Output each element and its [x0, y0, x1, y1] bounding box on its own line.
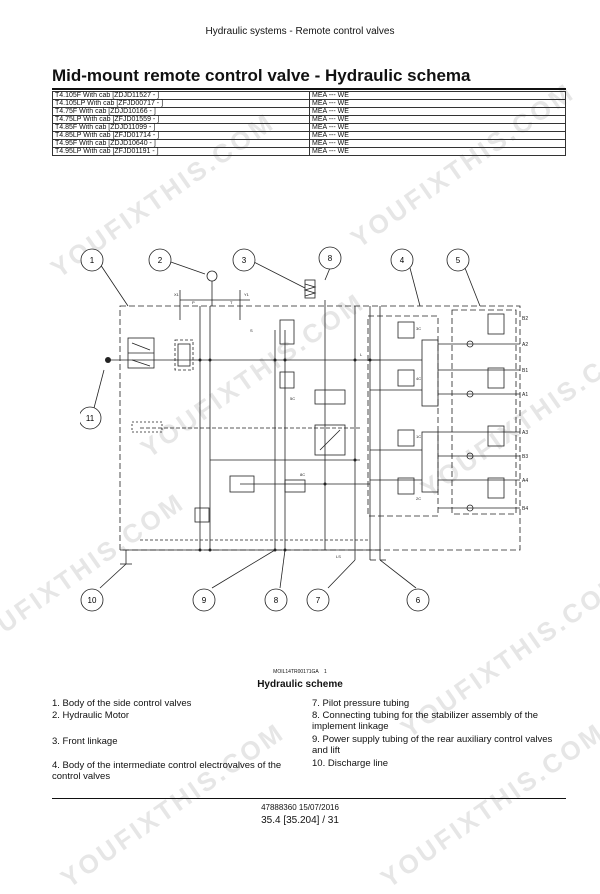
page-header: Hydraulic systems - Remote control valve…: [205, 26, 395, 37]
misc-label: 2C: [416, 496, 421, 501]
misc-label: LS: [336, 554, 341, 559]
misc-label: 8C: [300, 472, 305, 477]
model-config-cell: MEA --- WE: [309, 91, 566, 100]
port-label: B2: [522, 316, 528, 322]
callout-7: 7: [306, 588, 330, 612]
footer-doc-id: 47888360 15/07/2016: [261, 803, 339, 812]
model-row: T4.105F With cab [ZDJD11527 - ]MEA --- W…: [52, 91, 566, 100]
misc-label: 4C: [416, 376, 421, 381]
callout-10: 10: [80, 588, 104, 612]
misc-label: 5C: [290, 396, 295, 401]
callout-2: 2: [148, 248, 172, 272]
model-row: T4.95LP With cab [ZFJD01191 - ]MEA --- W…: [52, 147, 566, 156]
misc-label: X1: [174, 292, 180, 297]
model-row: T4.75F With cab [ZDJD10166 - ]MEA --- WE: [52, 107, 566, 116]
callout-label: 6: [416, 596, 421, 605]
port-label: B4: [522, 506, 528, 512]
model-row: T4.85F With cab [ZDJD11099 - ]MEA --- WE: [52, 123, 566, 132]
port-label: A4: [522, 478, 528, 484]
port-label: A3: [522, 430, 528, 436]
callout-11: 11: [80, 406, 102, 430]
callout-8-bottom: 8: [264, 588, 288, 612]
model-row: T4.85LP With cab [ZFJD01714 - ]MEA --- W…: [52, 131, 566, 140]
model-name-cell: T4.75F With cab [ZDJD10166 - ]: [52, 107, 310, 116]
callout-4: 4: [390, 248, 414, 272]
callout-3: 3: [232, 248, 256, 272]
legend-item: 7. Pilot pressure tubing: [312, 698, 410, 709]
model-name-cell: T4.105F With cab [ZDJD11527 - ]: [52, 91, 310, 100]
model-config-cell: MEA --- WE: [309, 131, 566, 140]
misc-label: Y1: [244, 292, 250, 297]
model-config-cell: MEA --- WE: [309, 99, 566, 108]
legend-item: 10. Discharge line: [312, 758, 389, 769]
model-config-cell: MEA --- WE: [309, 147, 566, 156]
model-config-cell: MEA --- WE: [309, 115, 566, 124]
legend-item: 9. Power supply tubing of the rear auxil…: [312, 734, 553, 756]
model-config-cell: MEA --- WE: [309, 139, 566, 148]
callout-1: 1: [80, 248, 104, 272]
misc-label: T: [230, 300, 233, 305]
callout-label: 10: [88, 596, 97, 605]
model-row: T4.95F With cab [ZDJD10640 - ]MEA --- WE: [52, 139, 566, 148]
callout-label: 1: [90, 256, 95, 265]
callout-label: 8: [328, 254, 333, 263]
model-table: T4.105F With cab [ZDJD11527 - ]MEA --- W…: [52, 91, 566, 156]
callout-9: 9: [192, 588, 216, 612]
figure-caption: Hydraulic scheme: [257, 679, 343, 690]
model-config-cell: MEA --- WE: [309, 123, 566, 132]
footer-page-number: 35.4 [35.204] / 31: [261, 815, 339, 826]
model-name-cell: T4.75LP With cab [ZFJD01559 - ]: [52, 115, 310, 124]
model-name-cell: T4.85F With cab [ZDJD11099 - ]: [52, 123, 310, 132]
port-labels: B2 A2 B1 A1 A3 B3 A4 B4: [522, 316, 528, 512]
figure-number: 1: [324, 669, 327, 675]
misc-labels: X1 Y1 P T LS L S 3C 4C 1C 2C 5C 8C: [174, 292, 421, 559]
hydraulic-schematic: 1 2 3 8 4 5 11 10 9 8 7 6 B2 A2 B1 A1 A3…: [80, 246, 528, 612]
misc-label: 1C: [416, 434, 421, 439]
model-row: T4.105LP With cab [ZFJD00717 - ]MEA --- …: [52, 99, 566, 108]
model-name-cell: T4.95F With cab [ZDJD10640 - ]: [52, 139, 310, 148]
callout-label: 2: [158, 256, 163, 265]
legend-item: 1. Body of the side control valves: [52, 698, 192, 709]
misc-label: P: [192, 300, 195, 305]
legend-item: 8. Connecting tubing for the stabilizer …: [312, 710, 539, 732]
callout-label: 9: [202, 596, 207, 605]
misc-label: L: [360, 352, 363, 357]
figure-code: MOIL14TR00171GA 1: [0, 669, 600, 675]
port-label: A2: [522, 342, 528, 348]
title-rule: [52, 88, 566, 90]
model-config-cell: MEA --- WE: [309, 107, 566, 116]
callout-label: 7: [316, 596, 321, 605]
callout-6: 6: [406, 588, 430, 612]
callout-label: 8: [274, 596, 279, 605]
callout-8-top: 8: [318, 246, 342, 270]
page-title: Mid-mount remote control valve - Hydraul…: [52, 66, 471, 85]
model-name-cell: T4.95LP With cab [ZFJD01191 - ]: [52, 147, 310, 156]
callout-label: 3: [242, 256, 247, 265]
callouts: 1 2 3 8 4 5 11 10 9 8 7 6: [80, 246, 470, 612]
callout-5: 5: [446, 248, 470, 272]
figure-code-text: MOIL14TR00171GA: [273, 669, 319, 675]
port-label: A1: [522, 392, 528, 398]
port-label: B3: [522, 454, 528, 460]
callout-label: 4: [400, 256, 405, 265]
misc-label: 3C: [416, 326, 421, 331]
model-row: T4.75LP With cab [ZFJD01559 - ]MEA --- W…: [52, 115, 566, 124]
model-name-cell: T4.85LP With cab [ZFJD01714 - ]: [52, 131, 310, 140]
legend-item: 3. Front linkage: [52, 736, 118, 747]
port-label: B1: [522, 368, 528, 374]
misc-label: S: [250, 328, 253, 333]
callout-label: 11: [86, 414, 95, 423]
legend-item: 4. Body of the intermediate control elec…: [52, 760, 282, 782]
footer-rule: [52, 798, 566, 799]
model-name-cell: T4.105LP With cab [ZFJD00717 - ]: [52, 99, 310, 108]
callout-label: 5: [456, 256, 461, 265]
legend-item: 2. Hydraulic Motor: [52, 710, 130, 721]
